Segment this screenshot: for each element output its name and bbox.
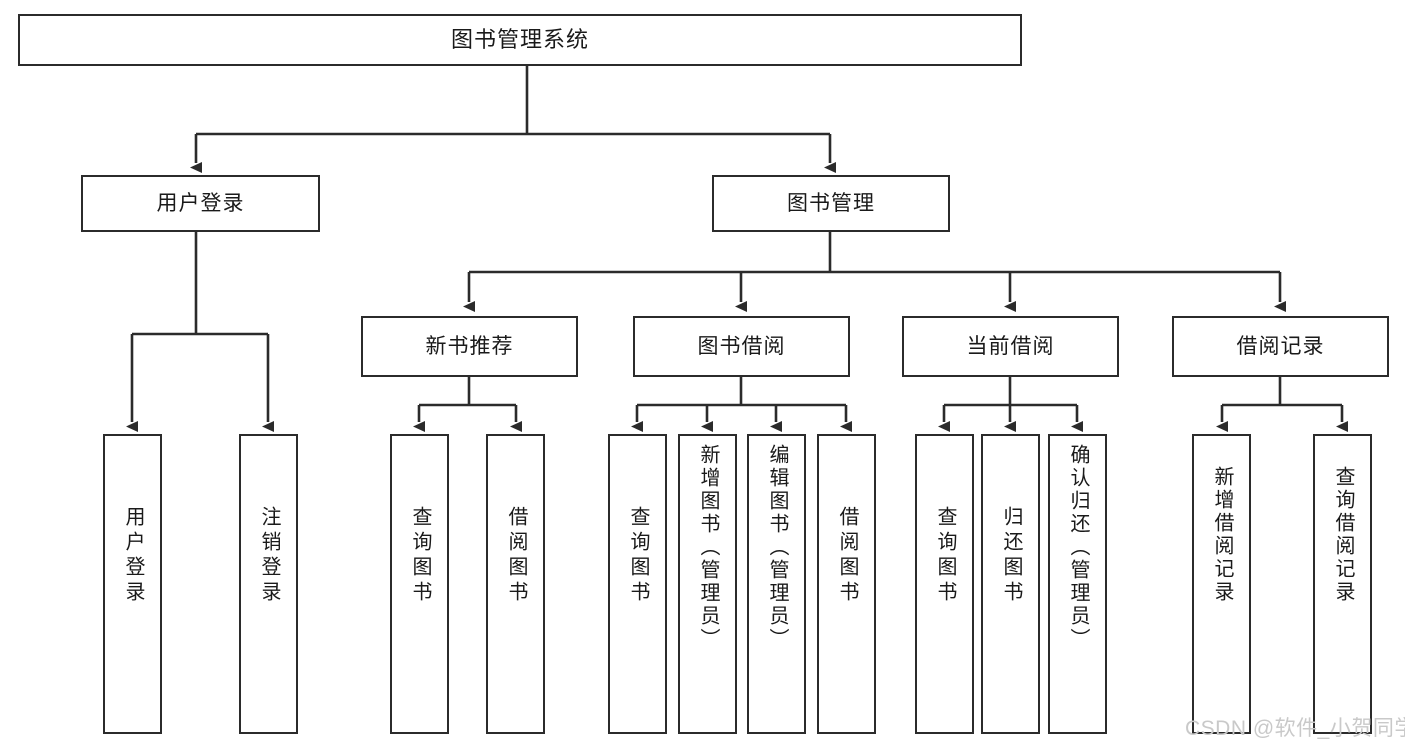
node-current-borrow[interactable]: 当前借阅 [902, 316, 1119, 377]
node-leaf-user-login-label: 用户登录 [122, 506, 144, 606]
node-leaf-return-book-label: 归还图书 [1000, 506, 1022, 606]
node-leaf-edit-book[interactable]: 编辑图书（管理员） [747, 434, 806, 734]
node-leaf-query-book-1[interactable]: 查询图书 [390, 434, 449, 734]
node-leaf-query-book-3[interactable]: 查询图书 [915, 434, 974, 734]
node-leaf-borrow-book-1[interactable]: 借阅图书 [486, 434, 545, 734]
node-current-borrow-label: 当前借阅 [966, 334, 1055, 358]
node-leaf-query-book-3-label: 查询图书 [934, 506, 956, 606]
node-leaf-borrow-book-1-label: 借阅图书 [505, 506, 527, 606]
node-root[interactable]: 图书管理系统 [18, 14, 1022, 66]
node-leaf-query-record-label: 查询借阅记录 [1332, 466, 1354, 604]
node-leaf-add-book-label: 新增图书（管理员） [697, 444, 719, 651]
node-user-login[interactable]: 用户登录 [81, 175, 320, 232]
node-user-login-label: 用户登录 [156, 191, 245, 215]
node-leaf-return-book[interactable]: 归还图书 [981, 434, 1040, 734]
node-leaf-user-logout[interactable]: 注销登录 [239, 434, 298, 734]
node-book-borrow[interactable]: 图书借阅 [633, 316, 850, 377]
node-leaf-confirm-return[interactable]: 确认归还（管理员） [1048, 434, 1107, 734]
node-leaf-borrow-book-2[interactable]: 借阅图书 [817, 434, 876, 734]
node-borrow-record[interactable]: 借阅记录 [1172, 316, 1389, 377]
node-leaf-query-book-2-label: 查询图书 [627, 506, 649, 606]
node-leaf-query-book-2[interactable]: 查询图书 [608, 434, 667, 734]
node-leaf-borrow-book-2-label: 借阅图书 [836, 506, 858, 606]
node-borrow-record-label: 借阅记录 [1236, 334, 1325, 358]
node-leaf-user-logout-label: 注销登录 [258, 506, 280, 606]
node-root-label: 图书管理系统 [450, 26, 589, 52]
node-leaf-query-book-1-label: 查询图书 [409, 506, 431, 606]
node-leaf-add-record[interactable]: 新增借阅记录 [1192, 434, 1251, 734]
node-book-management-label: 图书管理 [787, 191, 875, 215]
node-leaf-edit-book-label: 编辑图书（管理员） [766, 444, 788, 651]
node-leaf-confirm-return-label: 确认归还（管理员） [1067, 444, 1089, 651]
node-leaf-query-record[interactable]: 查询借阅记录 [1313, 434, 1372, 734]
node-leaf-user-login[interactable]: 用户登录 [103, 434, 162, 734]
node-new-book-recommend-label: 新书推荐 [425, 334, 514, 358]
node-leaf-add-record-label: 新增借阅记录 [1211, 466, 1233, 604]
node-book-management[interactable]: 图书管理 [712, 175, 950, 232]
node-new-book-recommend[interactable]: 新书推荐 [361, 316, 578, 377]
node-leaf-add-book[interactable]: 新增图书（管理员） [678, 434, 737, 734]
node-book-borrow-label: 图书借阅 [697, 334, 786, 358]
